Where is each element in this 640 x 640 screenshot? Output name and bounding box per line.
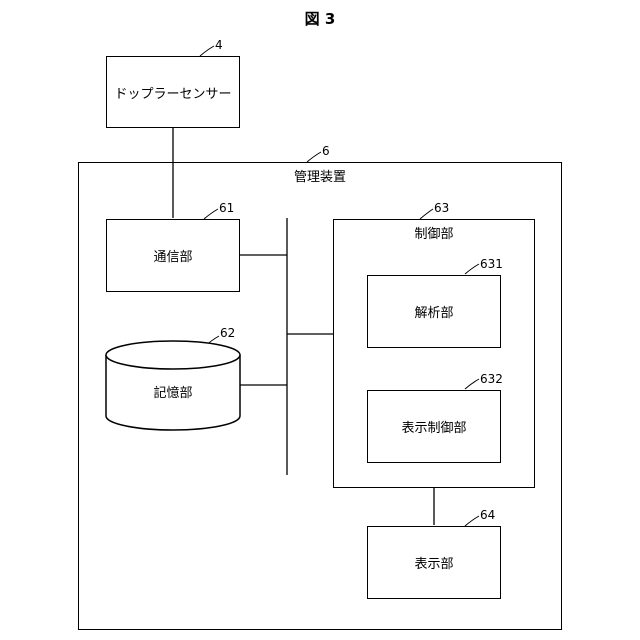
display-unit-label: 表示部: [414, 553, 453, 572]
display-unit-block: 表示部: [367, 526, 501, 599]
ref-631: 631: [480, 257, 503, 271]
ref-61: 61: [219, 201, 234, 215]
figure-title: 図 3: [0, 8, 640, 29]
ref-4: 4: [215, 38, 223, 52]
communication-unit-block: 通信部: [106, 219, 240, 292]
ref-6: 6: [322, 144, 330, 158]
leader-4: [200, 46, 214, 56]
management-device-label: 管理装置: [0, 166, 640, 185]
control-unit-label: 制御部: [333, 223, 535, 242]
doppler-sensor-label: ドップラーセンサー: [114, 83, 231, 102]
analysis-unit-label: 解析部: [414, 302, 453, 321]
ref-63: 63: [434, 201, 449, 215]
doppler-sensor-block: ドップラーセンサー: [106, 56, 240, 128]
ref-64: 64: [480, 508, 495, 522]
analysis-unit-block: 解析部: [367, 275, 501, 348]
display-control-unit-block: 表示制御部: [367, 390, 501, 463]
storage-unit-label: 記憶部: [106, 382, 240, 401]
ref-632: 632: [480, 372, 503, 386]
communication-unit-label: 通信部: [153, 246, 192, 265]
leader-6: [307, 152, 321, 162]
ref-62: 62: [220, 326, 235, 340]
display-control-unit-label: 表示制御部: [401, 417, 466, 436]
